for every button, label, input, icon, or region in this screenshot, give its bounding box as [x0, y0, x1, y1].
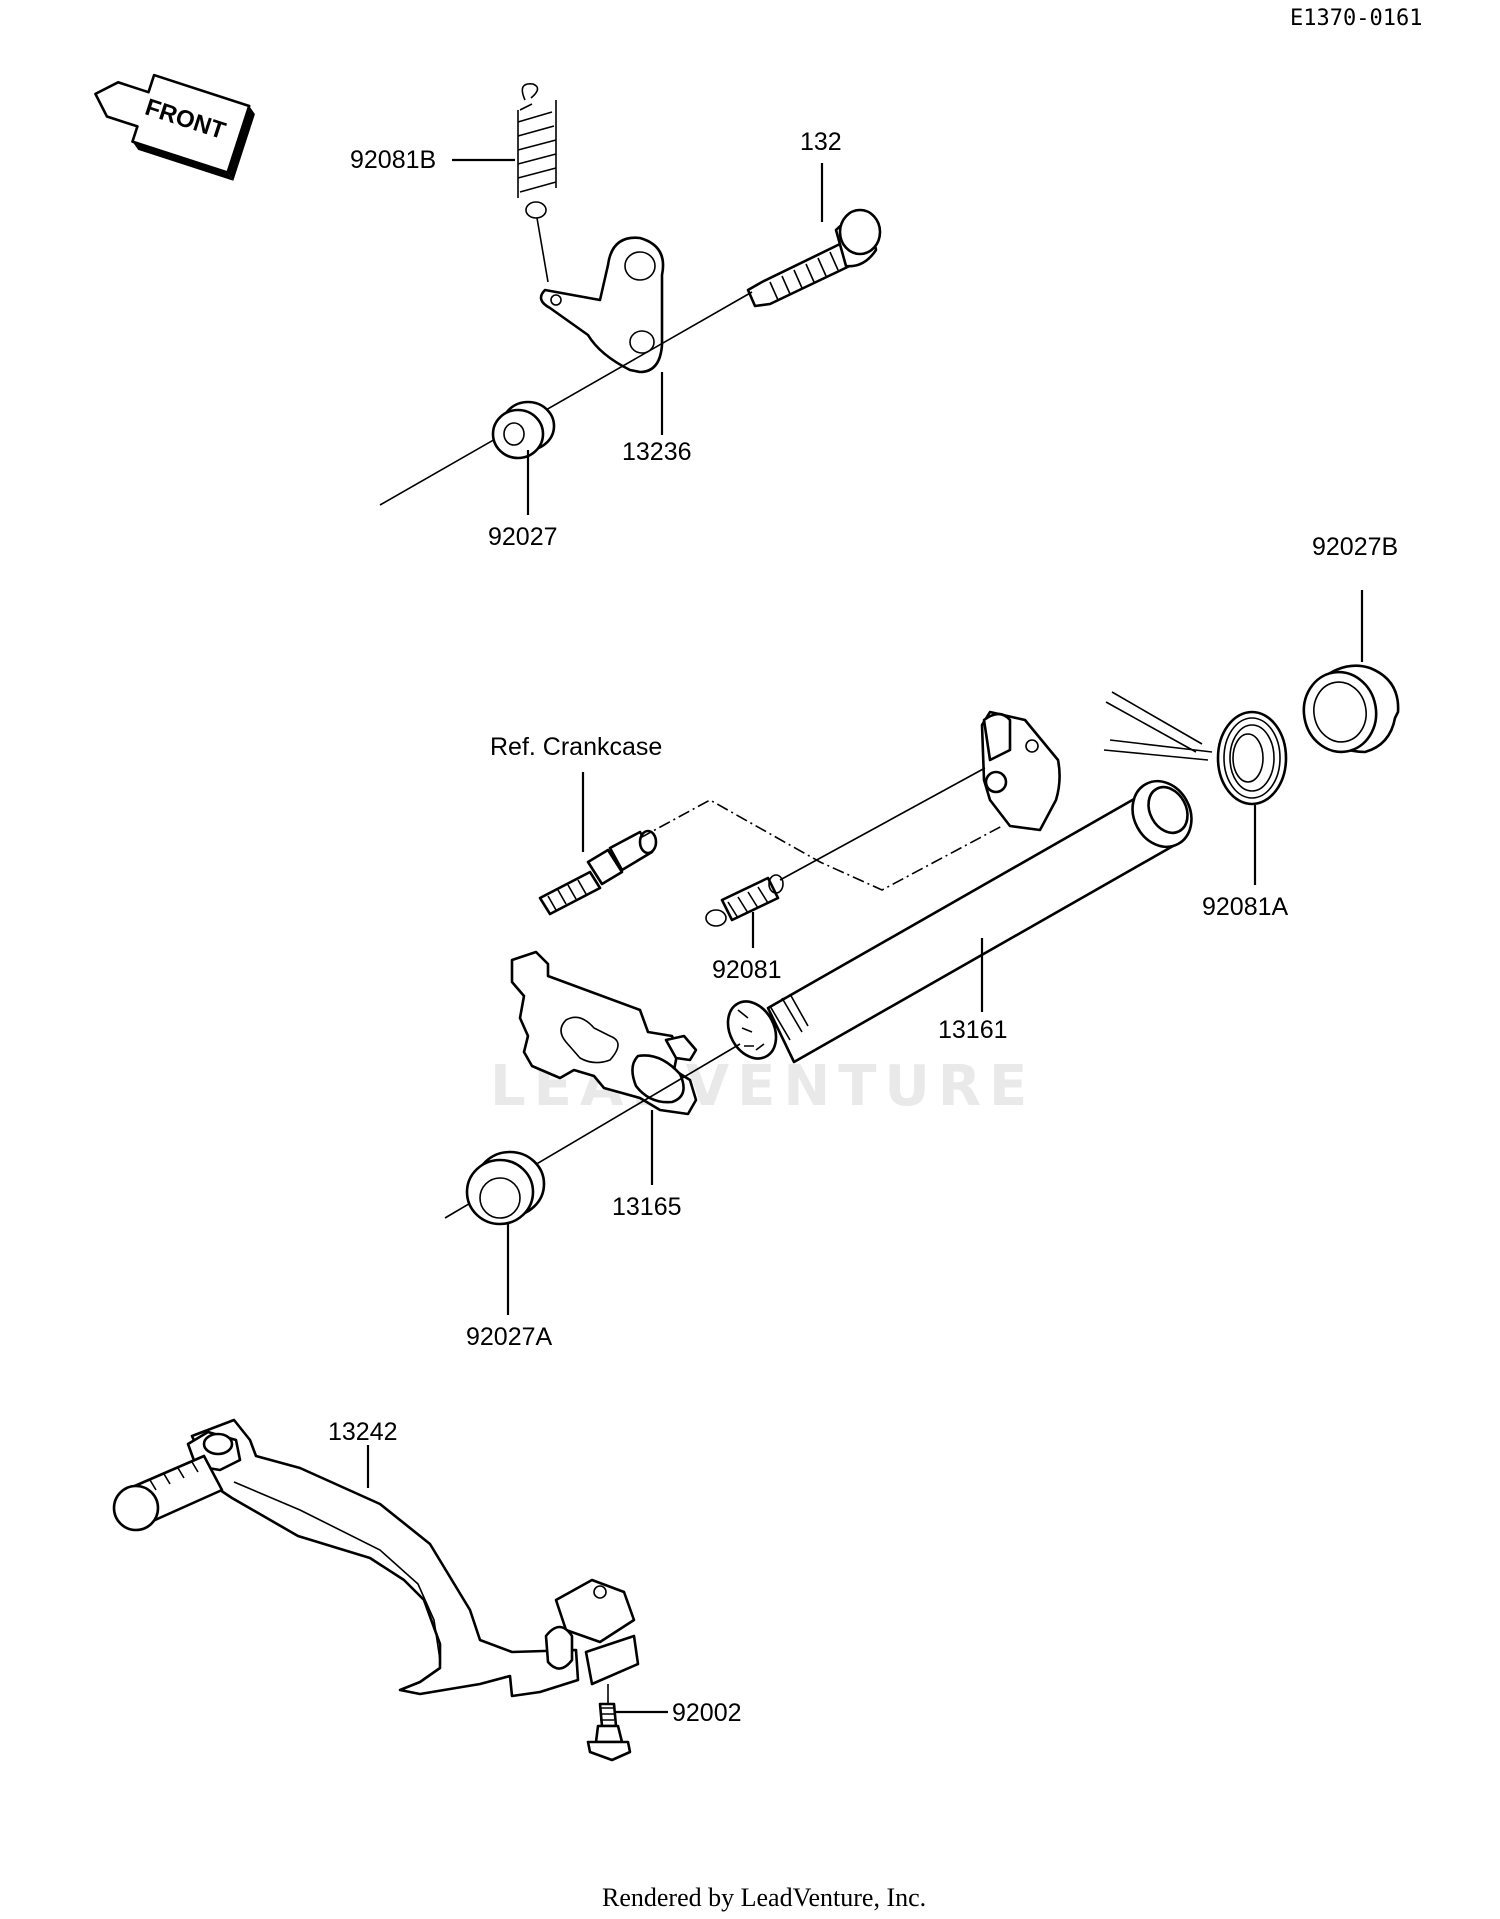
footer-credit: Rendered by LeadVenture, Inc. [602, 1883, 926, 1912]
front-arrow-icon: FRONT [94, 73, 255, 181]
crankcase-stud [538, 829, 658, 916]
callout-92081A: 92081A [1202, 893, 1289, 921]
spring-92081b [517, 83, 557, 283]
callout-13161: 13161 [938, 1016, 1008, 1044]
callout-92002: 92002 [672, 1699, 742, 1727]
document-id: E1370-0161 [1290, 6, 1422, 31]
callout-92027A: 92027A [466, 1323, 553, 1351]
bracket-13236 [539, 236, 665, 374]
callout-132: 132 [800, 128, 842, 156]
plate-13165 [510, 950, 698, 1116]
callout-92027: 92027 [488, 523, 558, 551]
seal-92027b [1302, 664, 1400, 754]
washer-92027a [465, 1150, 546, 1226]
callout-92081B: 92081B [350, 146, 436, 174]
shift-shaft-13161 [726, 710, 1193, 1064]
bolt-92002 [586, 1684, 632, 1762]
callout-92027B: 92027B [1312, 533, 1398, 561]
callout-13236: 13236 [622, 438, 692, 466]
shift-pedal-13242 [112, 1418, 640, 1698]
torsion-spring-92081a [1103, 691, 1288, 806]
washer-92027 [491, 400, 556, 460]
callout-ref-crankcase: Ref. Crankcase [490, 733, 662, 761]
callout-92081: 92081 [712, 956, 782, 984]
callout-13242: 13242 [328, 1418, 398, 1446]
callout-13165: 13165 [612, 1193, 682, 1221]
bolt-132 [746, 208, 882, 308]
spring-92081 [705, 767, 986, 927]
